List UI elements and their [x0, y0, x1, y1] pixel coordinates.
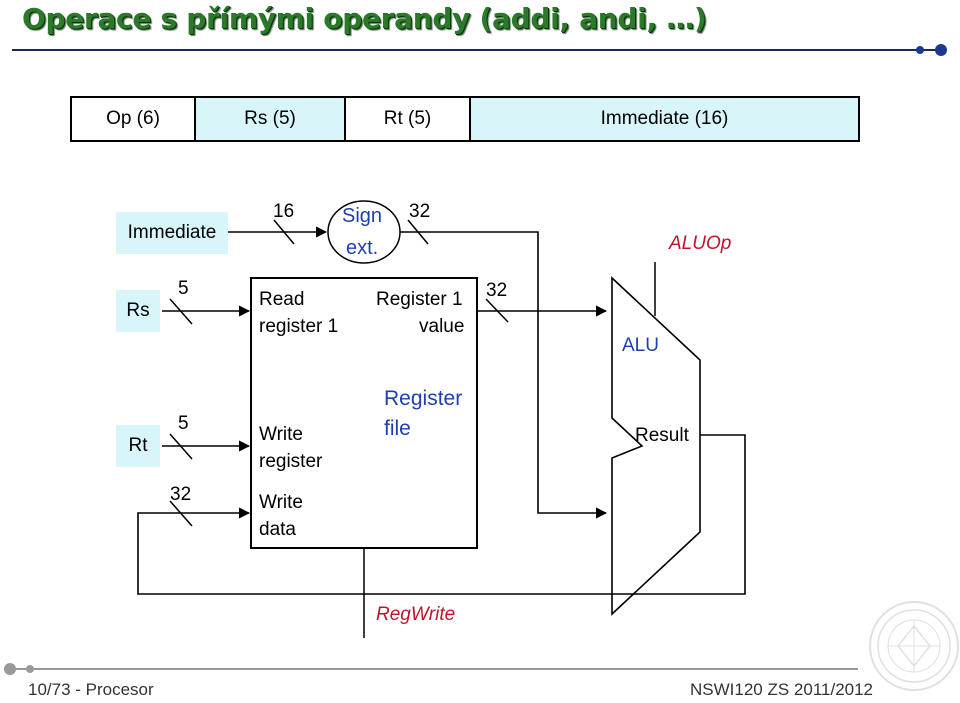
input-immediate-label: Immediate [116, 212, 228, 254]
field-rt: Rt (5) [344, 98, 469, 140]
sign-ext-label-line2: ext. [346, 237, 379, 259]
header-rule [12, 44, 947, 56]
aluop-label: ALUOp [669, 233, 732, 254]
result-feedback-wire [137, 434, 746, 595]
field-rs: Rs (5) [194, 98, 344, 140]
footer-rule [4, 663, 858, 675]
page-title: Operace s přímými operandy (addi, andi, … [22, 2, 707, 35]
alu-block [611, 276, 701, 616]
width-immediate-in: 16 [273, 201, 295, 222]
write-register-label-a: Write [259, 424, 303, 445]
alu-result-label: Result [635, 425, 689, 446]
footer-course: NSWI120 ZS 2011/2012 [690, 680, 874, 699]
immediate-wire [228, 219, 328, 245]
write-data-label-a: Write [259, 492, 303, 513]
read-register-1-label-a: Read [259, 289, 305, 310]
register-file-name-b: file [384, 417, 411, 440]
regwrite-label: RegWrite [376, 604, 456, 625]
reg1-to-alu-wire [477, 298, 608, 323]
field-immediate: Immediate (16) [469, 98, 858, 140]
width-rs-in: 5 [178, 278, 189, 299]
write-data-label-b: data [259, 519, 296, 540]
width-reg1-out: 32 [486, 280, 508, 301]
footer-slide-number: 10/73 - Procesor [28, 680, 154, 699]
register-1-value-label-b: value [419, 316, 465, 337]
width-rt-in: 5 [178, 413, 189, 434]
instruction-format: Op (6) Rs (5) Rt (5) Immediate (16) [70, 96, 860, 142]
register-file-block [250, 277, 478, 549]
register-file-name-a: Register [384, 387, 463, 410]
alu-label: ALU [622, 335, 659, 356]
width-write-data-in: 32 [170, 484, 192, 505]
field-op: Op (6) [72, 98, 194, 140]
input-rt-label: Rt [116, 425, 160, 467]
register-1-value-label-a: Register 1 [376, 289, 463, 310]
write-register-label-b: register [259, 451, 323, 472]
sign-ext-label-line1: Sign [342, 205, 383, 227]
rt-wire [162, 433, 251, 460]
rs-wire [162, 298, 251, 325]
input-rs-label: Rs [116, 290, 160, 332]
sign-ext-to-alu-wire [400, 219, 608, 519]
read-register-1-label-b: register 1 [259, 316, 339, 337]
university-seal [869, 601, 959, 691]
width-sign-ext-out: 32 [409, 201, 431, 222]
